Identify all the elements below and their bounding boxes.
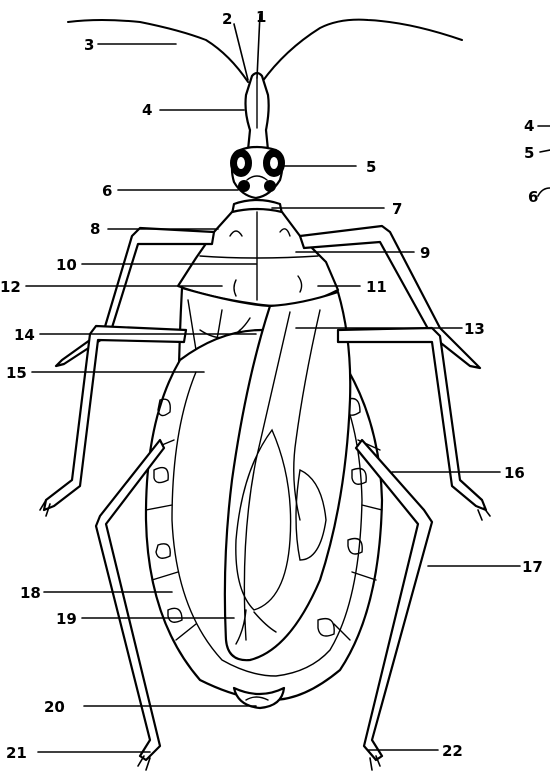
label-5: 5 <box>366 158 376 176</box>
fragment-label-4: 4 <box>524 117 534 135</box>
label-16: 16 <box>504 464 525 482</box>
left-antenna <box>68 20 248 82</box>
label-10: 10 <box>56 256 77 274</box>
label-14: 14 <box>14 326 35 344</box>
label-8: 8 <box>90 220 100 238</box>
label-18: 18 <box>20 584 41 602</box>
fragment-label-5: 5 <box>524 144 534 162</box>
label-3: 3 <box>84 36 94 54</box>
label-19: 19 <box>56 610 77 628</box>
right-antenna <box>262 20 462 82</box>
label-2: 2 <box>222 10 232 28</box>
label-11: 11 <box>366 278 387 296</box>
insect-illustration <box>40 20 490 770</box>
label-20: 20 <box>44 698 65 716</box>
label-1: 1 <box>256 8 266 26</box>
label-17: 17 <box>522 558 543 576</box>
label-9: 9 <box>420 244 430 262</box>
fragment-label-6: 6 <box>528 188 538 206</box>
left-ocellus <box>238 180 250 192</box>
adjacent-figure-fragment <box>538 126 550 196</box>
label-15: 15 <box>6 364 27 382</box>
right-ocellus <box>264 180 276 192</box>
label-4: 4 <box>142 101 152 119</box>
label-22: 22 <box>442 742 463 760</box>
label-12: 12 <box>0 278 21 296</box>
label-7: 7 <box>392 200 402 218</box>
label-6: 6 <box>102 182 112 200</box>
label-13: 13 <box>464 320 485 338</box>
label-21: 21 <box>6 744 27 762</box>
